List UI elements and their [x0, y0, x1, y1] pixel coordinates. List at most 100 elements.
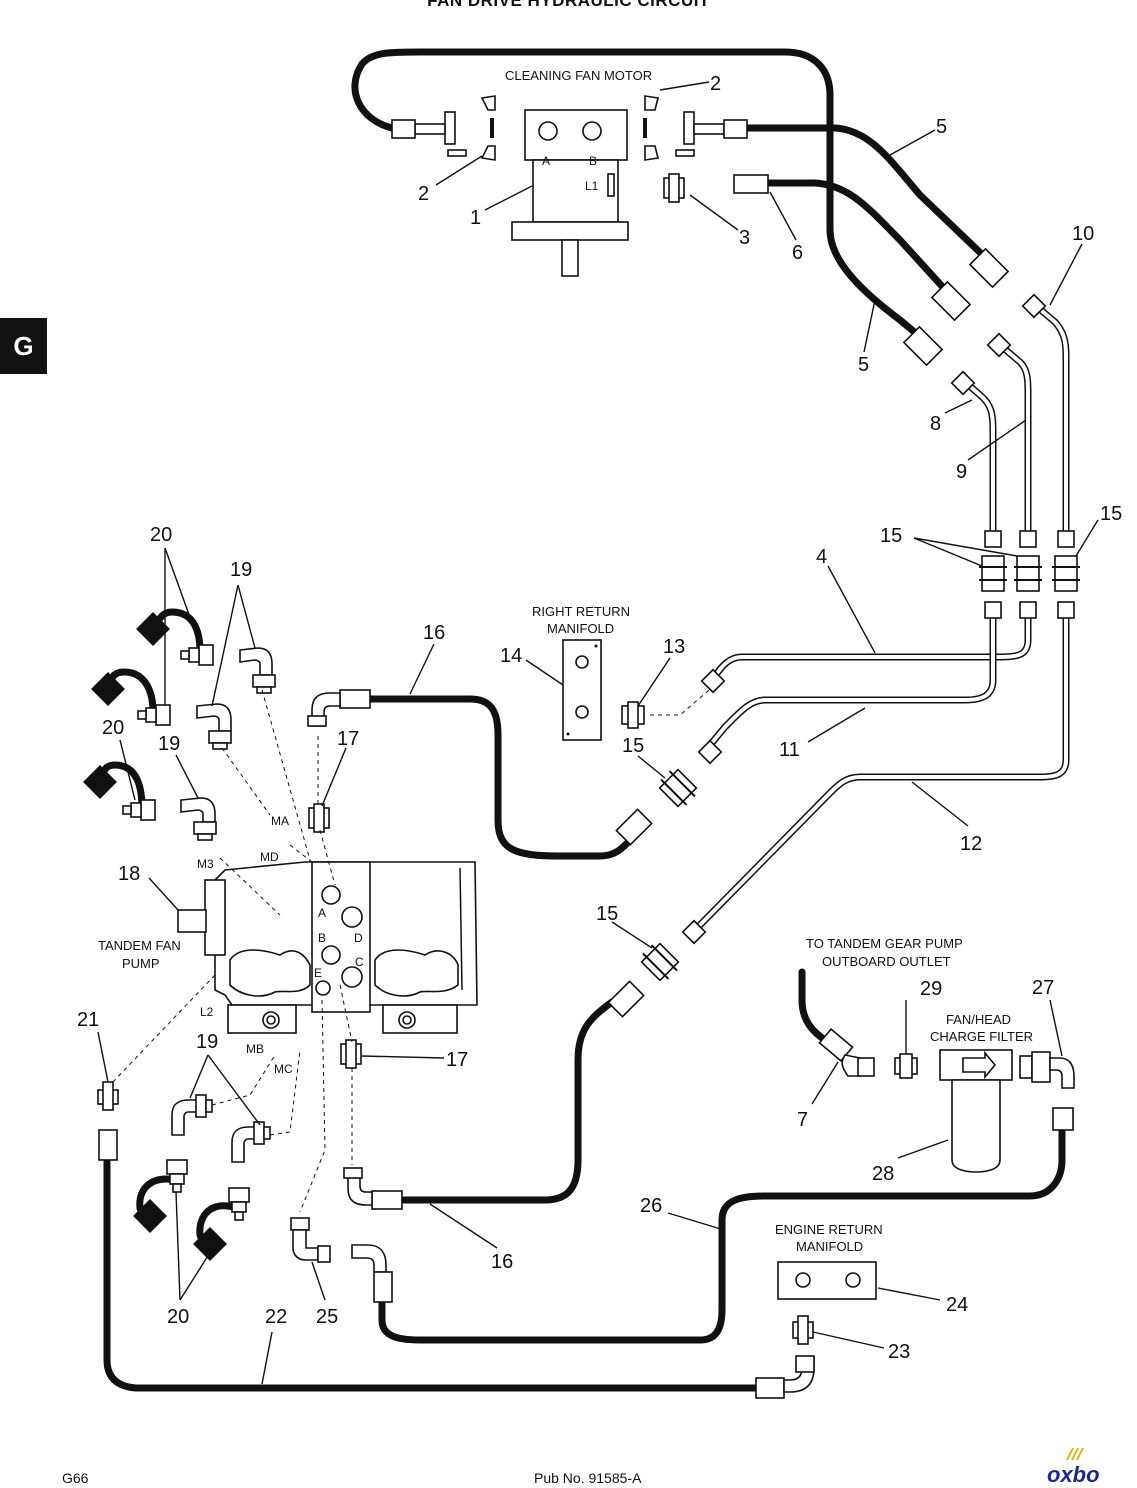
callout-20: 20: [167, 1306, 189, 1328]
callout-5: 5: [936, 116, 947, 138]
fitting-top: [307, 715, 327, 727]
port-l2: L2: [200, 1005, 214, 1019]
tube-end: [700, 668, 726, 694]
fitting-7[interactable]: [818, 1027, 875, 1077]
port-mc: MC: [274, 1062, 293, 1076]
callout-1: 1: [470, 207, 481, 229]
fitting-20[interactable]: [228, 1187, 250, 1221]
hose-end: [373, 1271, 393, 1303]
fitting: [693, 123, 725, 135]
tandem-fan-pump[interactable]: [204, 861, 478, 1034]
callout-22: 22: [265, 1306, 287, 1328]
fitting-20[interactable]: [137, 704, 171, 726]
hose-end: [607, 980, 645, 1018]
callout-3: 3: [739, 227, 750, 249]
fitting-23: [797, 1315, 809, 1345]
label-cleaning-fan-motor: CLEANING FAN MOTOR: [505, 68, 652, 83]
fitting-3: [668, 173, 680, 203]
label-engine-return-manifold: ENGINE RETURN: [775, 1222, 883, 1237]
hose-end: [1052, 1107, 1074, 1131]
brand-logo: oxbo: [1047, 1462, 1100, 1487]
callout-27: 27: [1032, 977, 1054, 999]
fitting: [447, 149, 467, 157]
port-b-motor: B: [589, 154, 597, 168]
callout-24: 24: [946, 1294, 968, 1316]
publication-number: Pub No. 91585-A: [534, 1470, 642, 1486]
hose-boot: [83, 765, 117, 799]
label-right-return-manifold: MANIFOLD: [547, 621, 614, 636]
hose-7: [798, 968, 832, 1046]
port-ma: MA: [271, 814, 289, 828]
callout-15: 15: [1100, 503, 1122, 525]
callout-19: 19: [158, 733, 180, 755]
callout-15: 15: [596, 903, 618, 925]
callout-14: 14: [500, 645, 522, 667]
port-c-pump: C: [355, 955, 364, 969]
hose-6: [764, 179, 954, 299]
fitting-29[interactable]: [894, 1053, 918, 1079]
elbow-19[interactable]: [239, 647, 276, 694]
fitting-18[interactable]: [177, 909, 207, 933]
tube-end: [986, 332, 1012, 358]
callout-18: 18: [118, 863, 140, 885]
union-15-mid[interactable]: [656, 766, 700, 810]
callout-29: 29: [920, 978, 942, 1000]
hose-end: [98, 1129, 118, 1161]
hose-end: [930, 280, 972, 322]
elbow-19[interactable]: [180, 797, 217, 841]
elbow-fitting: [347, 1171, 373, 1206]
fitting-20[interactable]: [122, 799, 156, 821]
section-tab[interactable]: G: [0, 318, 47, 374]
fitting: [675, 149, 695, 157]
tube-end: [681, 919, 707, 945]
callout-20: 20: [150, 524, 172, 546]
elbow-19[interactable]: [196, 703, 232, 750]
elbow-25[interactable]: [290, 1217, 331, 1263]
callout-2: 2: [710, 73, 721, 95]
hose-end: [902, 325, 944, 367]
union-group-15[interactable]: [979, 530, 1080, 619]
callout-26: 26: [640, 1195, 662, 1217]
callout-17: 17: [337, 728, 359, 750]
port-a-pump: A: [318, 906, 326, 920]
label-tandem-gear-pump: OUTBOARD OUTLET: [822, 954, 951, 969]
elbow-27[interactable]: [1019, 1051, 1075, 1089]
tube-group: [696, 301, 1070, 929]
callout-4: 4: [816, 546, 827, 568]
elbow-19[interactable]: [231, 1121, 271, 1163]
label-engine-return-manifold: MANIFOLD: [796, 1239, 863, 1254]
fan-head-charge-filter[interactable]: [939, 1049, 1013, 1173]
callout-6: 6: [792, 242, 803, 264]
callout-11: 11: [779, 739, 800, 761]
port-a-motor: A: [542, 154, 550, 168]
callout-5: 5: [858, 354, 869, 376]
fitting: [444, 111, 456, 145]
elbow-19[interactable]: [171, 1094, 213, 1136]
union-15-lower[interactable]: [638, 940, 682, 984]
cleaning-fan-motor[interactable]: [511, 109, 629, 277]
fitting: [733, 174, 769, 194]
fitting-17: [345, 1039, 357, 1069]
callout-23: 23: [888, 1341, 910, 1363]
engine-return-manifold[interactable]: [777, 1261, 877, 1300]
right-return-manifold[interactable]: [562, 639, 602, 741]
callout-20: 20: [102, 717, 124, 739]
callout-9: 9: [956, 461, 967, 483]
label-filter: CHARGE FILTER: [930, 1029, 1033, 1044]
fitting-17: [313, 803, 325, 833]
callout-10: 10: [1072, 223, 1094, 245]
callout-17: 17: [446, 1049, 468, 1071]
hose-boot: [133, 1199, 167, 1233]
hose-16-upper: [364, 695, 639, 860]
hose-16-lower: [396, 998, 616, 1204]
port-md: MD: [260, 850, 279, 864]
fitting-top: [343, 1167, 363, 1179]
callout-8: 8: [930, 413, 941, 435]
fitting-20[interactable]: [166, 1159, 188, 1193]
hose-5-upper: [351, 48, 934, 349]
callout-2: 2: [418, 183, 429, 205]
hose-end: [755, 1377, 785, 1399]
fitting-20[interactable]: [180, 644, 214, 666]
elbow-fitting: [351, 1244, 387, 1273]
hose-end: [968, 247, 1010, 289]
